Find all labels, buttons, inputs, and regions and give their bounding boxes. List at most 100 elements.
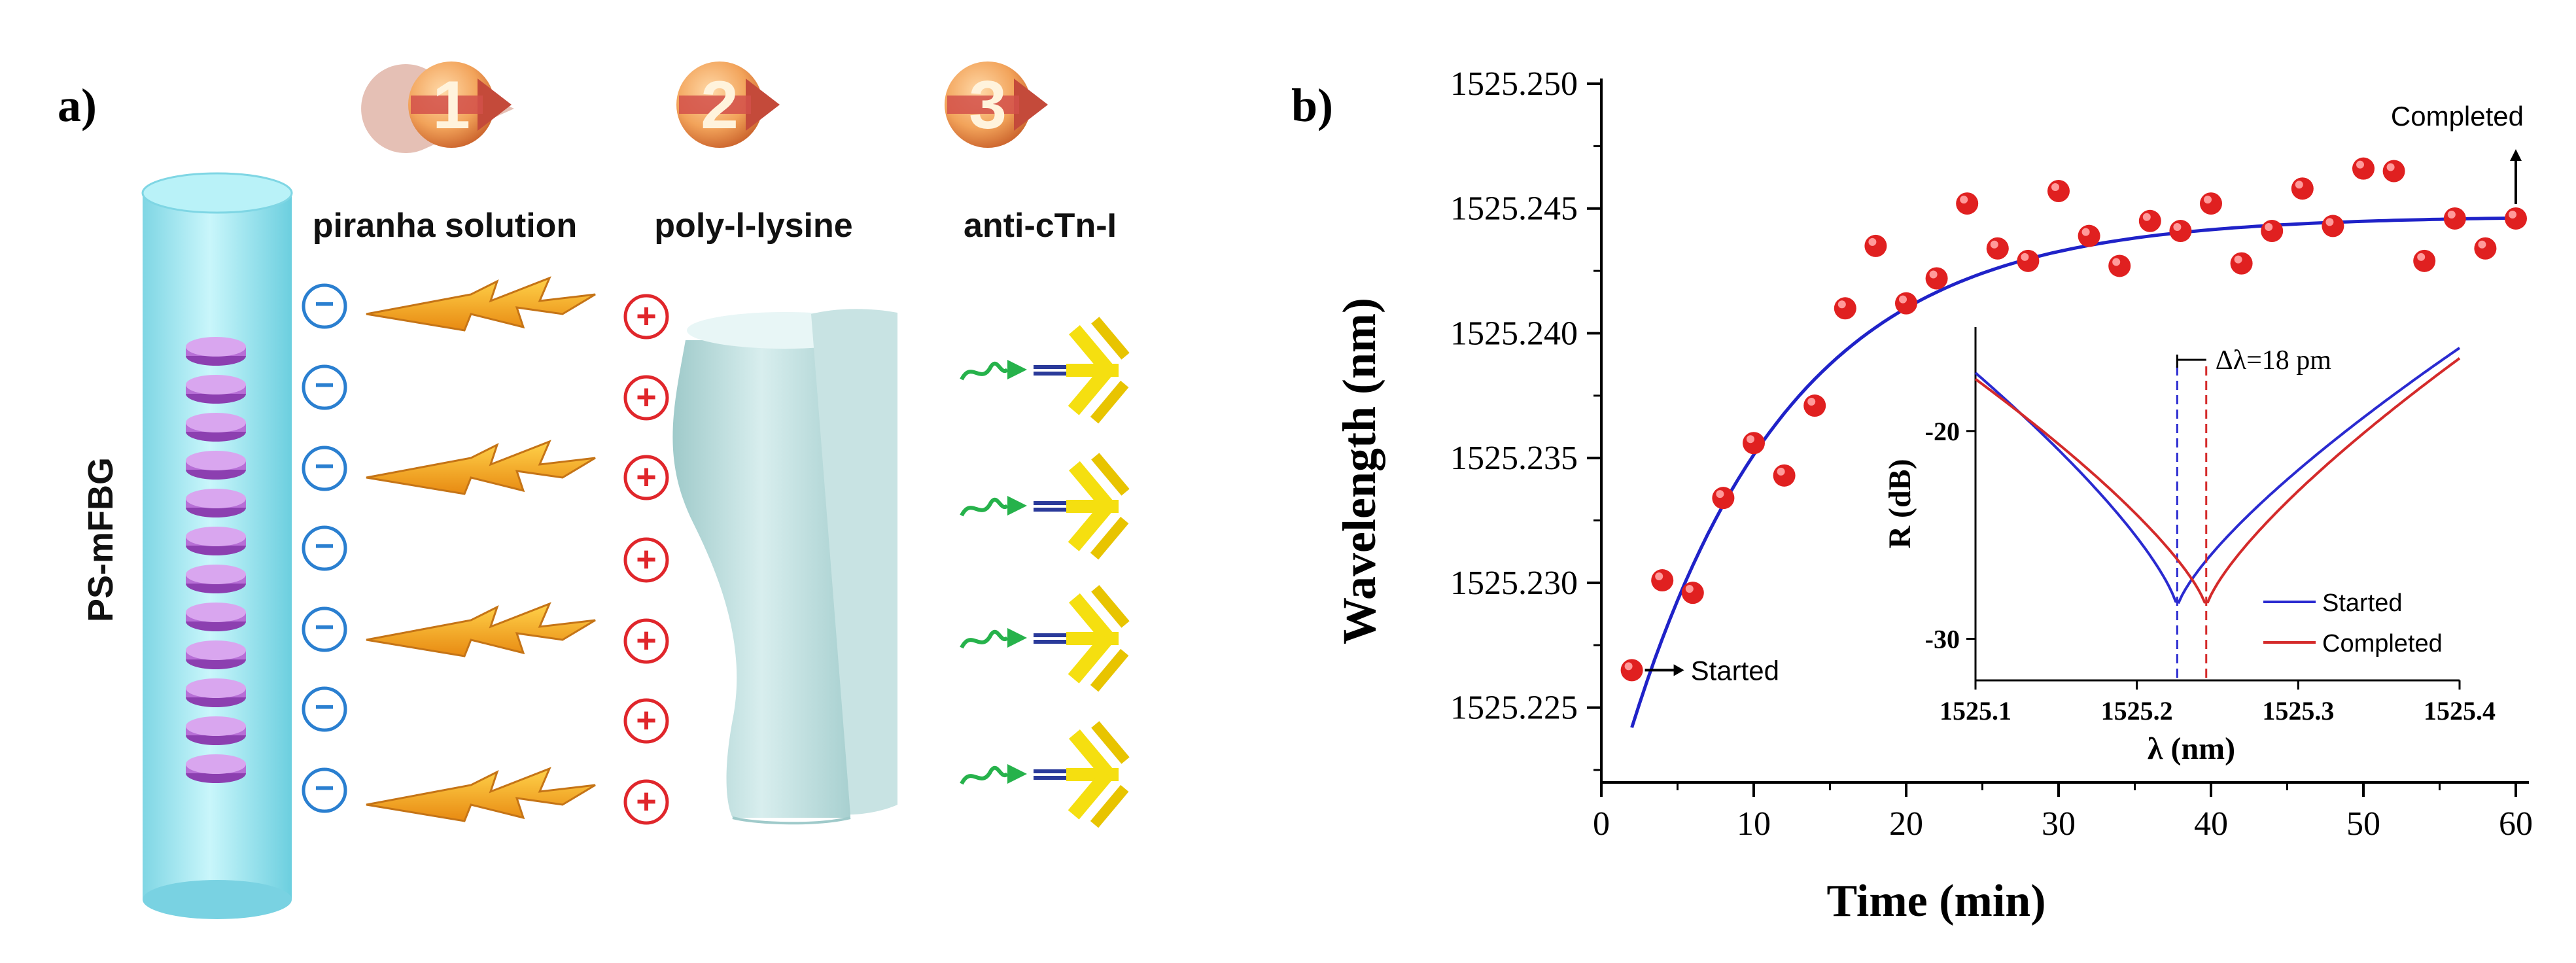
data-point xyxy=(2169,220,2192,243)
data-point xyxy=(2230,252,2253,275)
negative-charge: − xyxy=(302,686,347,732)
y-tick-label: 1525.245 xyxy=(1450,190,1578,228)
inset-x-axis-title: λ (nm) xyxy=(2148,731,2235,766)
svg-text:−: − xyxy=(315,769,334,807)
data-point xyxy=(1864,234,1887,257)
positive-charge: + xyxy=(623,618,669,664)
y-tick-label: 1525.240 xyxy=(1450,315,1578,352)
lightning-bolt-icon xyxy=(366,602,596,657)
polylysine-layer xyxy=(672,309,897,825)
inset-y-axis-title: R (dB) xyxy=(1883,459,1917,548)
inset-spectrum-line xyxy=(1974,347,2461,604)
x-tick-label: 40 xyxy=(2194,805,2228,843)
shift-label: Δλ=18 pm xyxy=(2216,345,2332,376)
data-point xyxy=(2078,224,2100,247)
data-point xyxy=(2322,215,2344,237)
data-point xyxy=(2108,254,2131,277)
data-point xyxy=(2443,207,2466,230)
data-point xyxy=(2138,209,2161,232)
data-point xyxy=(2291,177,2314,200)
step-badge-1: 1 xyxy=(361,61,514,153)
data-point xyxy=(2413,249,2436,272)
functionalization-schematic: a) 1 2 3 piranha solution poly-l-lysine … xyxy=(58,61,1130,919)
x-axis-title: Time (min) xyxy=(1826,876,2045,926)
antibody-icon xyxy=(960,721,1130,828)
lightning-bolt-icon xyxy=(366,276,596,332)
svg-text:+: + xyxy=(636,782,657,821)
inset-background xyxy=(1976,327,2460,680)
y-tick-label: 1525.250 xyxy=(1450,65,1578,103)
svg-text:−: − xyxy=(315,527,334,565)
x-tick-label: 0 xyxy=(1593,805,1610,843)
step-badge-2: 2 xyxy=(676,61,780,148)
completed-arrow-head xyxy=(2510,149,2522,161)
data-point xyxy=(1956,192,1979,215)
fiber-label: PS-mFBG xyxy=(81,457,120,622)
positive-charge: + xyxy=(623,455,669,500)
data-point xyxy=(2047,180,2070,203)
inset-x-tick-label: 1525.3 xyxy=(2262,696,2334,726)
svg-text:+: + xyxy=(636,377,657,417)
step-number: 2 xyxy=(701,67,739,143)
x-tick-label: 60 xyxy=(2499,805,2533,843)
negative-charge: − xyxy=(302,283,347,329)
antibody-icon xyxy=(960,453,1130,560)
x-tick-label: 50 xyxy=(2346,805,2380,843)
data-point xyxy=(1743,432,1765,455)
data-point xyxy=(2505,207,2527,230)
negative-charge: − xyxy=(302,364,347,410)
lightning-bolt-icon xyxy=(366,440,596,495)
inset-x-tick-label: 1525.1 xyxy=(1940,696,2011,726)
panel-b-label: b) xyxy=(1291,79,1333,131)
data-point xyxy=(1986,237,2009,260)
positive-charge: + xyxy=(623,375,669,421)
svg-text:+: + xyxy=(636,621,657,660)
data-point xyxy=(1651,569,1674,592)
inset-y-tick-label: -30 xyxy=(1925,624,1960,654)
data-point xyxy=(1712,487,1735,510)
negative-charge: − xyxy=(302,606,347,652)
negative-charge: − xyxy=(302,525,347,571)
step-number: 3 xyxy=(969,67,1007,143)
data-point xyxy=(2474,237,2497,260)
inset-spectrum-line xyxy=(1974,357,2461,604)
inset-y-tick-label: -20 xyxy=(1925,417,1960,446)
inset-x-tick-label: 1525.4 xyxy=(2424,696,2496,726)
y-axis-title: Wavelength (nm) xyxy=(1333,298,1385,644)
started-label: Started xyxy=(1691,655,1779,686)
negative-charge: − xyxy=(302,446,347,491)
fit-curve xyxy=(1630,216,2516,728)
antibody-icon xyxy=(960,317,1130,424)
data-point xyxy=(1925,267,1948,290)
step-label-polylysine: poly-l-lysine xyxy=(654,207,852,245)
completed-label: Completed xyxy=(2391,101,2524,131)
started-arrow-head xyxy=(1673,664,1684,676)
inset-x-tick-label: 1525.2 xyxy=(2101,696,2173,726)
data-point xyxy=(2200,192,2222,215)
x-tick-label: 10 xyxy=(1737,805,1771,843)
svg-text:−: − xyxy=(315,447,334,485)
data-point xyxy=(1773,464,1796,487)
data-point xyxy=(2352,157,2375,180)
svg-text:+: + xyxy=(636,296,657,336)
positive-charge: + xyxy=(623,537,669,583)
x-tick-label: 20 xyxy=(1889,805,1923,843)
data-point xyxy=(1803,394,1826,417)
positive-charge: + xyxy=(623,294,669,340)
inset-legend-label: Completed xyxy=(2322,630,2443,657)
svg-text:−: − xyxy=(315,608,334,646)
y-tick-label: 1525.225 xyxy=(1450,690,1578,727)
svg-text:−: − xyxy=(315,366,334,404)
step-label-piranha: piranha solution xyxy=(313,207,577,245)
data-point xyxy=(2382,160,2405,183)
x-tick-label: 30 xyxy=(2042,805,2076,843)
grating-discs xyxy=(186,337,246,783)
data-point xyxy=(1620,659,1643,682)
lightning-bolt-icon xyxy=(366,767,596,822)
svg-text:+: + xyxy=(636,701,657,740)
svg-text:+: + xyxy=(636,457,657,497)
y-tick-label: 1525.235 xyxy=(1450,440,1578,477)
svg-text:−: − xyxy=(315,688,334,726)
step-number: 1 xyxy=(432,67,470,143)
